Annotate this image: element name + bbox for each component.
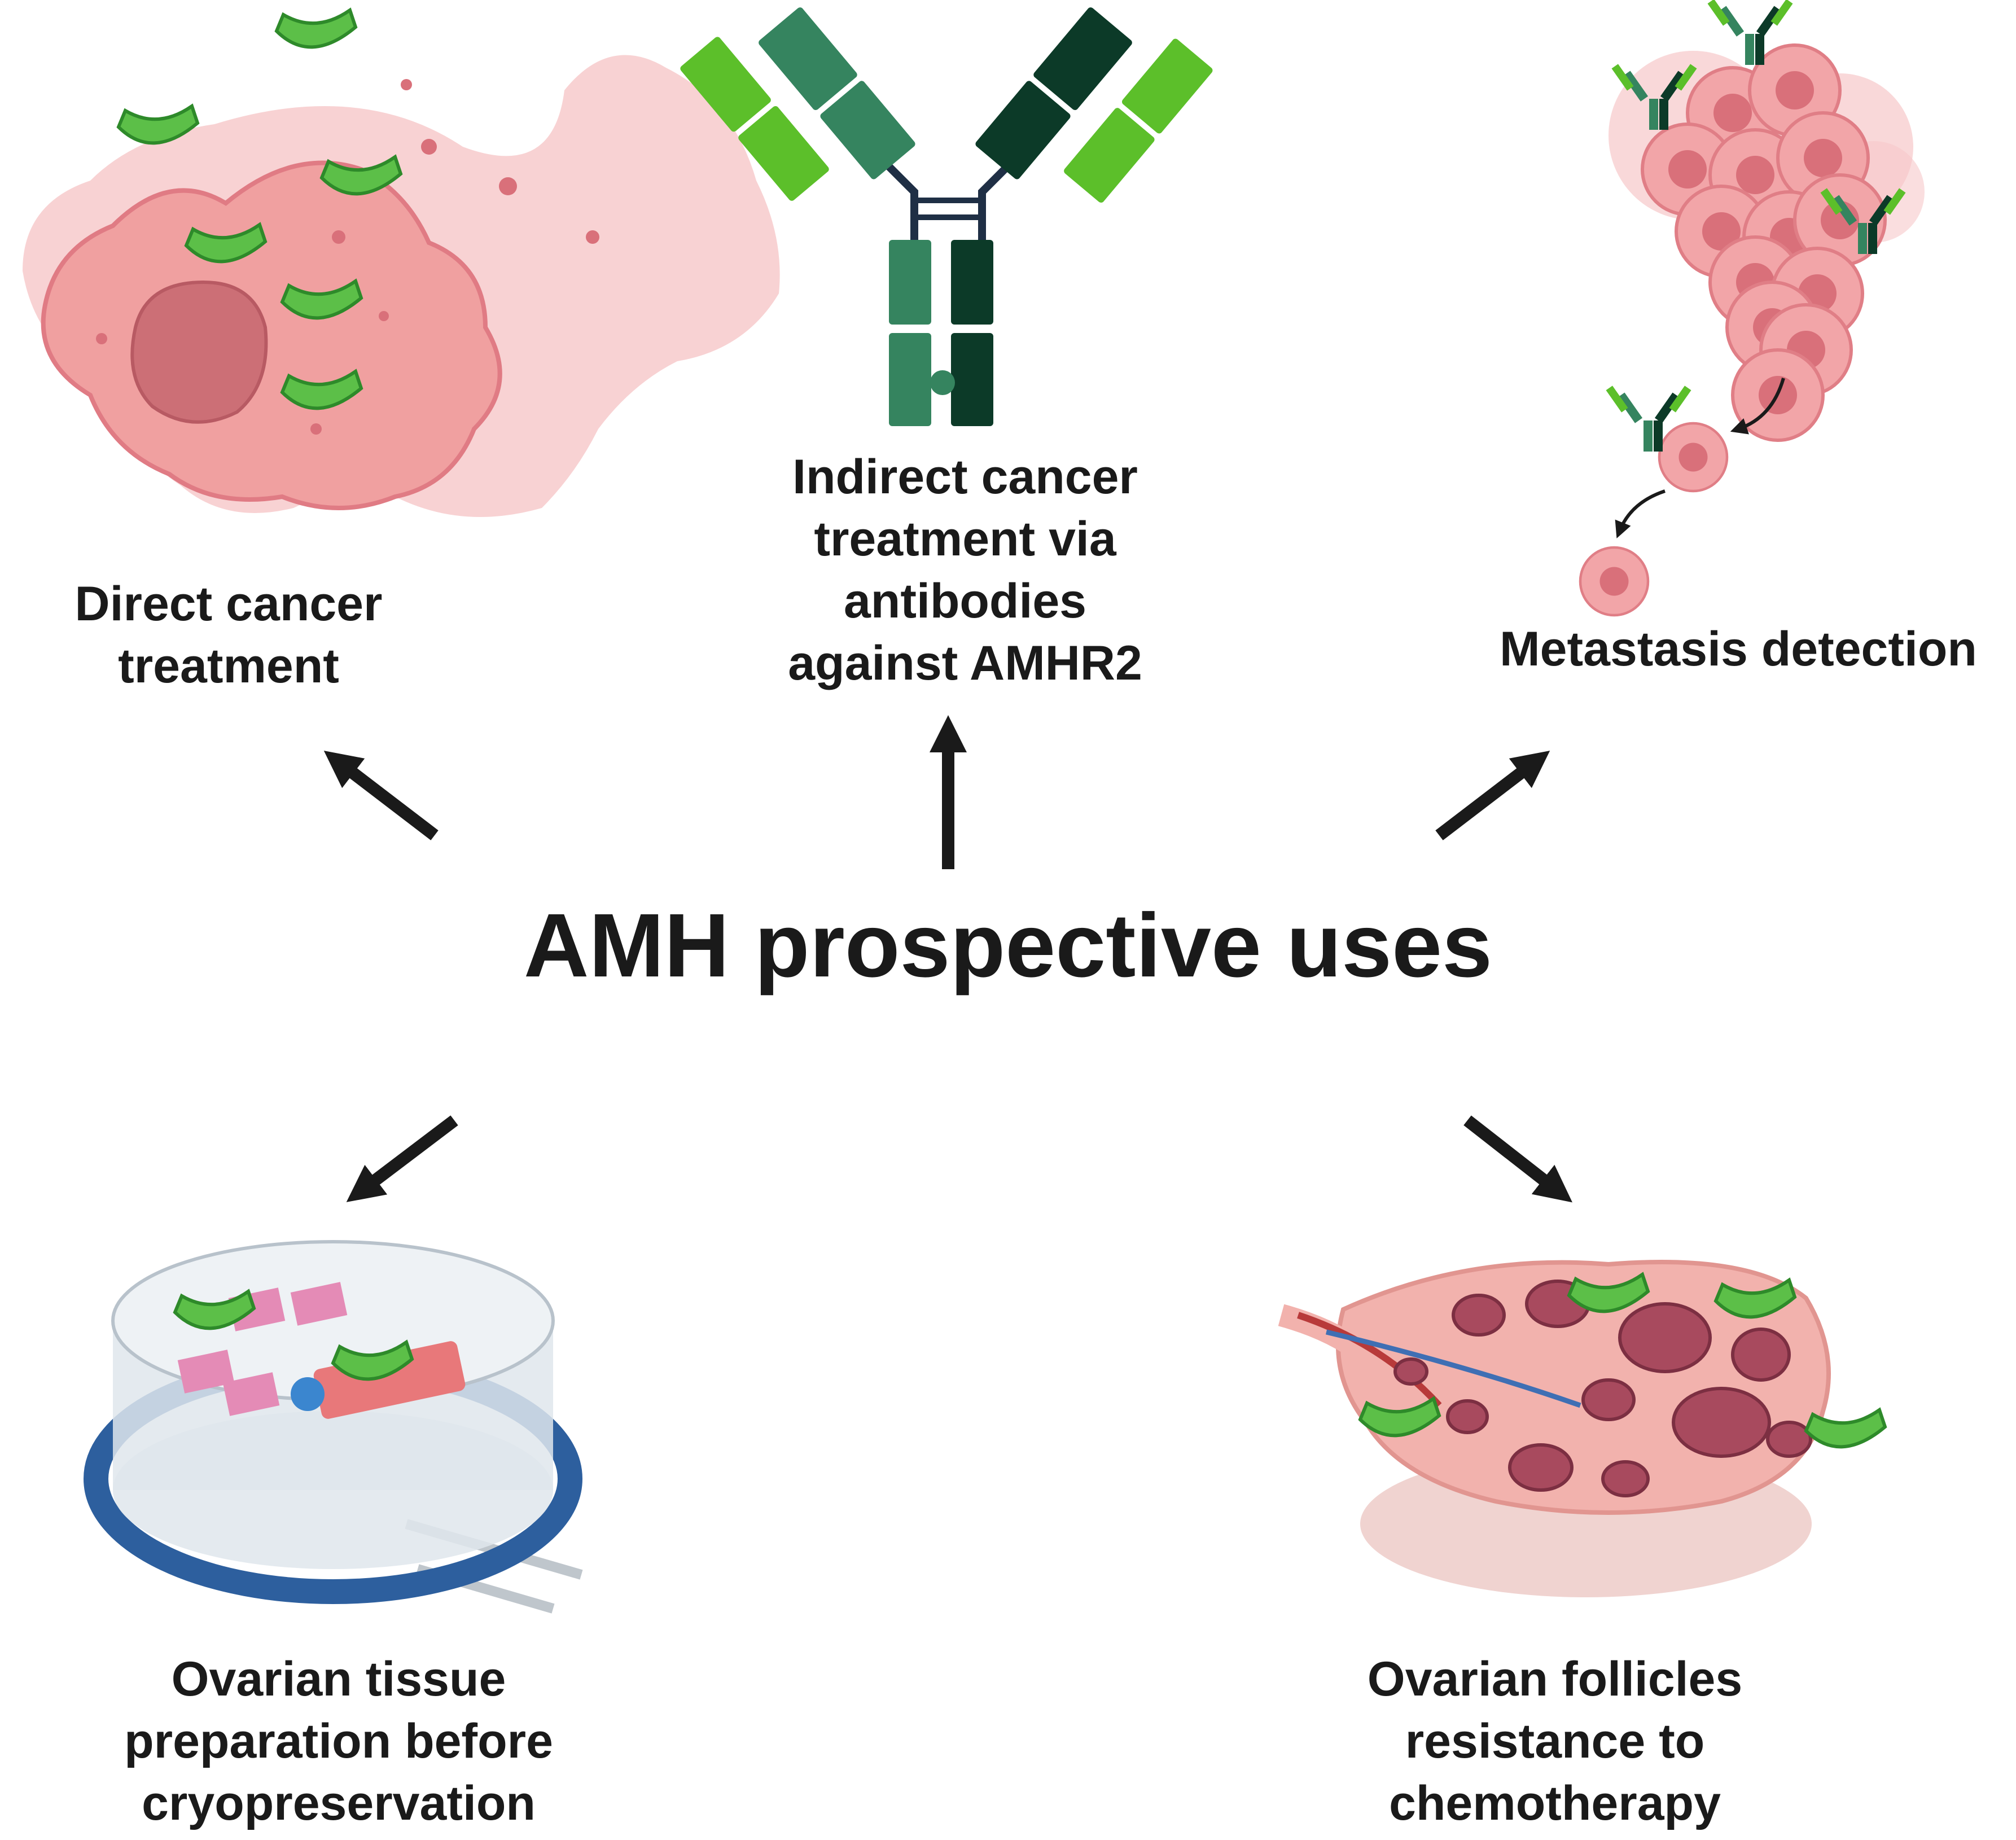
antibody-icon bbox=[680, 7, 1213, 426]
arrow-to-direct-treatment bbox=[323, 750, 439, 840]
arrow-to-follicle-resistance bbox=[1463, 1115, 1573, 1203]
center-title: AMH prospective uses bbox=[523, 895, 1493, 996]
cancer-cell-icon bbox=[23, 55, 780, 517]
cell-cluster-icon bbox=[1580, 45, 1925, 615]
amh-protein-icon bbox=[277, 10, 356, 47]
spread-arrow bbox=[1615, 489, 1666, 538]
label-indirect-treatment: Indirect cancer treatment via antibodies… bbox=[788, 450, 1142, 690]
culture-dish-icon bbox=[84, 1240, 583, 1614]
label-metastasis-detection: Metastasis detection bbox=[1500, 622, 1977, 676]
arrow-to-tissue-preparation bbox=[346, 1115, 458, 1202]
label-direct-treatment: Direct cancer treatment bbox=[74, 577, 383, 693]
label-tissue-preparation: Ovarian tissue preparation before cryopr… bbox=[124, 1652, 553, 1830]
spread-arrow bbox=[1730, 378, 1785, 435]
ovary-icon bbox=[1278, 1260, 1831, 1597]
arrow-to-metastasis-detection bbox=[1435, 750, 1550, 840]
label-follicle-resistance: Ovarian follicles resistance to chemothe… bbox=[1367, 1652, 1743, 1830]
amh-protein-icon bbox=[1806, 1410, 1885, 1447]
